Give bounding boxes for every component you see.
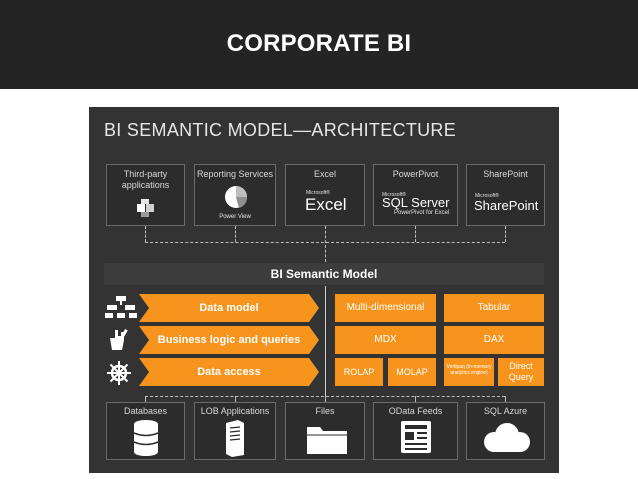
microsoft-small-text: Microsoft®: [475, 193, 499, 199]
mode-mdx: MDX: [335, 326, 436, 354]
semantic-model-bar: BI Semantic Model: [104, 263, 544, 285]
source-databases: Databases: [106, 402, 185, 460]
client-third-party: Third-party applications: [106, 164, 185, 226]
source-label: OData Feeds: [388, 406, 443, 416]
connector: [235, 396, 236, 402]
microsoft-small-text: Microsoft®: [306, 190, 330, 196]
connector: [415, 396, 416, 402]
connector: [145, 226, 146, 242]
sql-server-logo-text: SQL Server: [382, 195, 450, 210]
feed-icon: [400, 420, 432, 454]
microsoft-small-text: Microsoft®: [382, 192, 406, 198]
hand-tool-icon: [106, 326, 132, 354]
client-powerpivot: PowerPivot Microsoft® SQL Server PowerPi…: [373, 164, 458, 226]
client-label: Third-party applications: [121, 169, 170, 190]
cloud-icon: [480, 422, 532, 454]
excel-logo-text: Excel: [305, 195, 347, 214]
database-icon: [133, 419, 159, 457]
client-label: Reporting Services: [196, 169, 274, 179]
connector: [235, 226, 236, 242]
client-label: Excel: [313, 169, 336, 179]
connector: [325, 226, 326, 262]
layer-data-access: Data access: [139, 358, 319, 386]
power-view-label: Power View: [219, 214, 251, 220]
source-label: LOB Applications: [200, 406, 270, 416]
mode-dax: DAX: [444, 326, 544, 354]
mode-molap: MOLAP: [388, 358, 436, 386]
connector: [325, 286, 326, 396]
source-lob-applications: LOB Applications: [194, 402, 276, 460]
helm-icon: [106, 360, 132, 386]
mode-vertipaq: Vertipaq (in-memory analytics engine): [444, 358, 494, 386]
source-label: SQL Azure: [483, 406, 528, 416]
hierarchy-icon: [104, 295, 138, 319]
slide-title: CORPORATE BI: [226, 30, 412, 57]
client-reporting-services: Reporting Services Power View: [194, 164, 276, 226]
mode-direct-query: Direct Query: [498, 358, 544, 386]
sharepoint-logo-text: SharePoint: [474, 198, 539, 213]
folder-icon: [306, 423, 348, 455]
layer-business-logic: Business logic and queries: [139, 326, 319, 354]
source-files: Files: [285, 402, 365, 460]
source-odata-feeds: OData Feeds: [373, 402, 458, 460]
mode-multidimensional: Multi-dimensional: [335, 294, 436, 322]
slide-header: [0, 0, 638, 89]
client-label: PowerPivot: [392, 169, 439, 179]
pie-icon: [223, 184, 249, 210]
connector: [415, 226, 416, 242]
mode-rolap: ROLAP: [335, 358, 383, 386]
mode-tabular: Tabular: [444, 294, 544, 322]
layer-data-model: Data model: [139, 294, 319, 322]
source-label: Files: [315, 406, 335, 416]
source-sql-azure: SQL Azure: [466, 402, 545, 460]
connector: [145, 396, 146, 402]
client-label: SharePoint: [483, 169, 528, 179]
diagram-title: BI SEMANTIC MODEL—ARCHITECTURE: [104, 120, 457, 140]
powerpivot-sub-label: PowerPivot for Excel: [394, 210, 450, 216]
server-icon: [224, 419, 246, 457]
cube-icon: [135, 198, 157, 218]
source-label: Databases: [123, 406, 168, 416]
client-excel: Excel Microsoft® Excel: [285, 164, 365, 226]
connector: [505, 226, 506, 242]
connector: [325, 396, 326, 402]
connector: [505, 396, 506, 402]
client-sharepoint: SharePoint Microsoft® SharePoint: [466, 164, 545, 226]
